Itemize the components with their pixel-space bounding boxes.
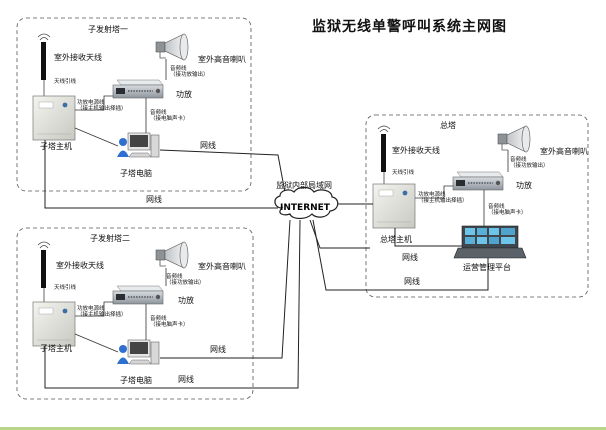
tower2-title: 子发射塔二 xyxy=(90,234,130,243)
main-audio-line-label: 音频线 （接功放输出） xyxy=(510,157,549,170)
management-platform-icon xyxy=(453,225,527,259)
tower1-boundary xyxy=(16,17,252,192)
main-antenna-icon xyxy=(381,134,386,172)
tower1-feeder-label: 天线引线 xyxy=(54,79,77,85)
main-host-icon xyxy=(372,183,416,229)
tower2-antenna-icon xyxy=(41,250,46,288)
main-tower-boundary xyxy=(365,114,589,298)
internet-cloud-icon xyxy=(274,186,339,220)
main-audio-card-label: 音频线 （接电脑声卡） xyxy=(488,204,527,217)
main-antenna-label: 室外接收天线 xyxy=(392,146,440,155)
tower2-audio-card-label: 音频线 （接电脑声卡） xyxy=(150,316,189,329)
main-tower-devices xyxy=(309,125,531,291)
tower1-net1-label: 网线 xyxy=(200,141,216,150)
main-feeder-label: 天线引线 xyxy=(392,170,415,176)
main-platform-label: 运营管理平台 xyxy=(463,263,511,272)
tower2-audio-line-label: 音频线 （接功放输出） xyxy=(166,274,205,287)
tower2-antenna-label: 室外接收天线 xyxy=(56,261,104,270)
tower1-pc-icon xyxy=(116,132,160,158)
page-title: 监狱无线单警呼叫系统主网图 xyxy=(312,19,507,35)
internet-label: INTERNET xyxy=(280,203,330,213)
tower2-pc-label: 子塔电脑 xyxy=(120,376,152,385)
tower1-antenna-icon xyxy=(41,42,46,80)
tower1-host-label: 子塔主机 xyxy=(40,142,72,151)
main-host-label: 总塔主机 xyxy=(380,235,412,244)
main-amp-label: 功放 xyxy=(516,181,532,190)
tower1-audio-line-label: 音频线 （接功放输出） xyxy=(170,66,209,79)
tower1-speaker-icon xyxy=(155,33,189,61)
main-speaker-label: 室外高音喇叭 xyxy=(540,147,588,156)
main-net1-label: 网线 xyxy=(402,253,418,262)
tower2-speaker-icon xyxy=(155,241,189,269)
main-title: 总塔 xyxy=(440,121,456,130)
tower2-net1-label: 网线 xyxy=(210,345,226,354)
tower2-host-icon xyxy=(32,301,76,347)
tower1-pc-label: 子塔电脑 xyxy=(120,169,152,178)
tower1-title: 子发射塔一 xyxy=(88,25,128,34)
tower1-host-icon xyxy=(32,95,76,141)
tower1-speaker-label: 室外高音喇叭 xyxy=(198,55,246,64)
tower2-amp-label: 功放 xyxy=(178,296,194,305)
tower2-net2-label: 网线 xyxy=(178,375,194,384)
tower1-devices xyxy=(32,33,287,209)
tower1-amplifier-icon xyxy=(112,79,164,99)
tower1-amp-label: 功放 xyxy=(176,90,192,99)
main-power-line-label: 功放电源线 （接主机输出择插） xyxy=(418,192,468,205)
main-speaker-icon xyxy=(497,125,531,153)
tower1-antenna-label: 室外接收天线 xyxy=(54,53,102,62)
tower2-host-label: 子塔主机 xyxy=(40,344,72,353)
tower1-power-line-label: 功放电源线 （接主机输出择插） xyxy=(77,100,127,113)
tower2-boundary xyxy=(16,227,254,400)
tower1-net2-label: 网线 xyxy=(146,195,162,204)
lan-label: 监狱内部局域网 xyxy=(276,181,332,190)
tower2-amplifier-icon xyxy=(112,285,164,305)
tower2-pc-icon xyxy=(116,339,160,365)
tower2-power-line-label: 功放电源线 （接主机输出择插） xyxy=(77,306,127,319)
main-net2-label: 网线 xyxy=(404,277,420,286)
tower2-devices xyxy=(32,219,301,389)
main-amplifier-icon xyxy=(452,171,504,191)
tower2-feeder-label: 天线引线 xyxy=(54,285,77,291)
tower1-audio-card-label: 音频线 （接电脑声卡） xyxy=(150,110,189,123)
tower2-speaker-label: 室外高音喇叭 xyxy=(198,262,246,271)
